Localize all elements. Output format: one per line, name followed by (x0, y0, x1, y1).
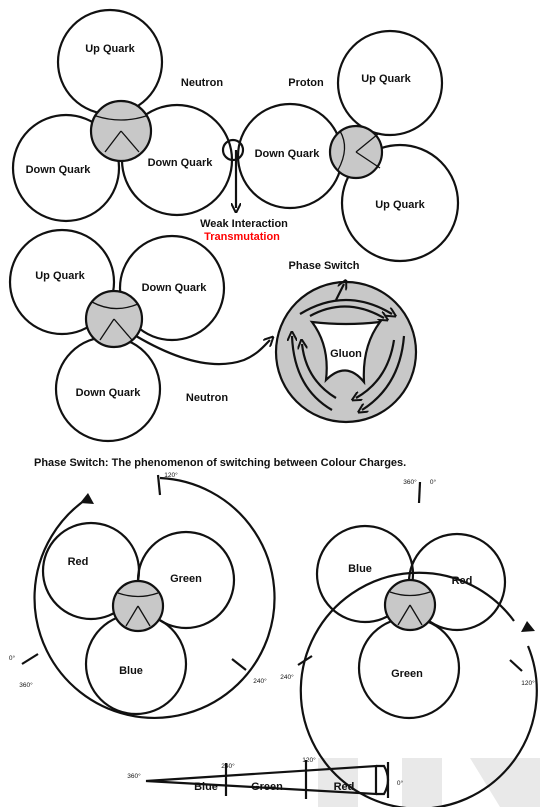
spectrum-angle-240: 240° (221, 762, 235, 770)
spectrum-blue-label: Blue (194, 781, 218, 793)
weak-interaction-label: Weak Interaction (200, 218, 288, 230)
wheel-left-green-label: Green (170, 573, 202, 585)
weak-interaction-vertex (221, 138, 245, 162)
wheel-right-outer-ring (299, 571, 538, 807)
wheel-right-angle-120: 120° (521, 679, 535, 687)
wheel-right-blue-label: Blue (348, 563, 372, 575)
wheel-right-angle-360: 360° (403, 478, 417, 486)
wheel-left-blue-label: Blue (119, 665, 143, 677)
wheel-right-blue-circle (315, 524, 415, 624)
up-quark-label: Up Quark (35, 270, 85, 282)
proton-up-quark-bottom-label: Up Quark (375, 199, 425, 211)
spectrum-bar-outline (145, 764, 378, 796)
phase-switch-definition: Phase Switch: The phenomenon of switchin… (34, 457, 406, 469)
spectrum-red-label: Red (334, 781, 355, 793)
down-quark-right-circle (118, 234, 226, 342)
colour-wheel-right: Blue Red Green 360° 0° 240° 120° (280, 478, 538, 807)
down-quark-right-label: Down Quark (142, 282, 208, 294)
gluon-label: Gluon (330, 348, 362, 360)
up-quark-circle (8, 228, 116, 336)
wheel-right-angle-240: 240° (280, 673, 294, 681)
wheel-left-angle-240: 240° (253, 677, 267, 685)
spectrum-green-label: Green (251, 781, 283, 793)
wheel-left-angle-zero: 0° (9, 654, 16, 662)
proton-up-quark-bottom-circle (340, 143, 460, 263)
wheel-right-red-label: Red (452, 575, 473, 587)
neutron-down-quark-left-label: Down Quark (26, 164, 92, 176)
neutron-up-quark-label: Up Quark (85, 43, 135, 55)
phase-switch-arrow (135, 336, 270, 366)
proton-up-quark-top-label: Up Quark (361, 73, 411, 85)
colour-spectrum-bar: Blue Green Red 360° 240° 120° 0° (127, 756, 404, 799)
down-quark-bottom-label: Down Quark (76, 387, 142, 399)
wheel-right-angle-zero: 0° (430, 478, 437, 486)
wheel-left-outer-ring (33, 476, 276, 719)
proton-down-quark-label: Down Quark (255, 148, 321, 160)
neutron-down-quark-right-label: Down Quark (148, 157, 214, 169)
wheel-left-angle-360: 360° (19, 681, 33, 689)
phase-switch-title: Phase Switch (289, 260, 360, 272)
colour-wheel-left: Red Green Blue 120° 0° 360° 240° (9, 471, 276, 719)
neutron-proton-diagram: Up Quark Down Quark Down Quark Neutron P… (11, 8, 460, 263)
neutron-label: Neutron (181, 77, 223, 89)
neutron-up-quark-circle (56, 8, 164, 116)
neutron-label-2: Neutron (186, 392, 228, 404)
gluon-rotation-arrows (292, 284, 406, 410)
proton-up-quark-top-circle (336, 29, 444, 137)
spectrum-angle-120: 120° (302, 756, 316, 764)
spectrum-angle-360: 360° (127, 772, 141, 780)
wheel-right-green-label: Green (391, 668, 423, 680)
gluon-phase-switch-diagram: Up Quark Down Quark Down Quark Neutron P… (8, 228, 418, 443)
watermark-shapes (318, 758, 540, 807)
neutron-down-quark-left-circle (11, 113, 121, 223)
wheel-left-red-label: Red (68, 556, 89, 568)
proton-label: Proton (288, 77, 324, 89)
gluon-inner-shape (309, 320, 383, 386)
transmutation-label: Transmutation (204, 231, 280, 243)
spectrum-angle-zero: 0° (397, 779, 404, 787)
wheel-left-angle-top: 120° (164, 471, 178, 479)
